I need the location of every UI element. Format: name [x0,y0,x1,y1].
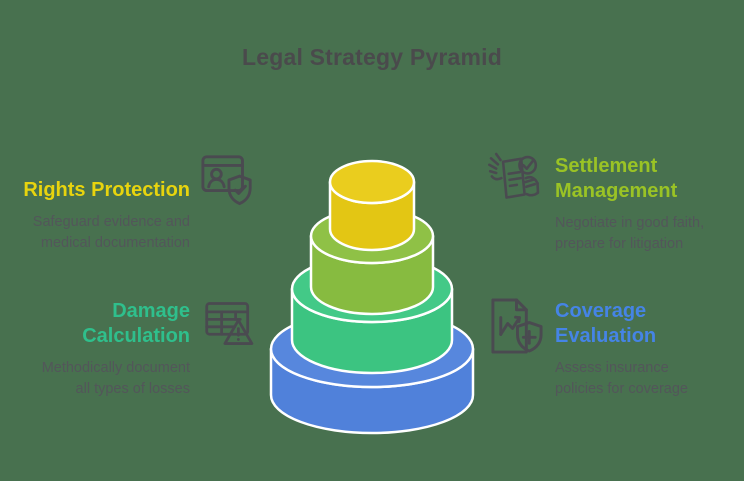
section-description: Safeguard evidence and medical documenta… [32,214,190,251]
section-rights-protection: Rights Protection Safeguard evidence and… [0,178,190,254]
section-coverage-evaluation: Coverage Evaluation Assess insurance pol… [555,299,740,400]
section-heading: Coverage Evaluation [555,300,657,347]
section-damage-calculation: Damage Calculation Methodically document… [0,299,190,400]
section-description: Assess insurance policies for coverage [555,360,688,397]
section-heading: Rights Protection [23,179,190,201]
section-description: Methodically document all types of losse… [41,360,190,397]
section-heading: Damage Calculation [82,300,190,347]
hands-contract-check-icon [485,148,547,210]
section-description: Negotiate in good faith, prepare for lit… [555,215,705,252]
pyramid-level-1-top [328,159,416,252]
report-chart-shield-plus-icon [488,296,545,357]
table-warning-icon [203,295,257,353]
browser-user-shield-check-icon [200,150,256,208]
section-heading: Settlement Management [555,155,678,202]
pyramid-level-2-upper-middle [309,207,435,316]
section-settlement-management: Settlement Management Negotiate in good … [555,154,740,255]
pyramid-level-3-lower-middle [290,254,454,375]
page-title: Legal Strategy Pyramid [241,44,503,70]
pyramid-level-4-bottom [269,309,475,435]
